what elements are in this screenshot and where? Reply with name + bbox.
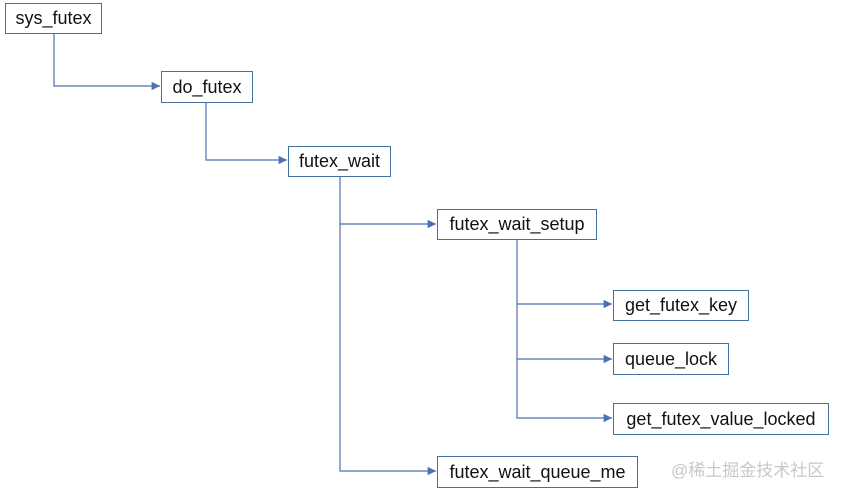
node-futex-wait: futex_wait [288, 146, 391, 177]
node-do-futex: do_futex [161, 71, 253, 103]
edge-setup-trunk [516, 240, 612, 423]
node-futex-wait-setup: futex_wait_setup [437, 209, 597, 240]
node-futex-wait-queue-me: futex_wait_queue_me [437, 456, 638, 488]
watermark-text: @稀土掘金技术社区 [671, 461, 825, 480]
edge-do-futex-to-futex-wait [205, 103, 287, 165]
edge-sys-futex-to-do-futex [53, 34, 160, 91]
node-sys-futex: sys_futex [5, 3, 102, 34]
node-get-futex-value-locked: get_futex_value_locked [613, 403, 829, 435]
node-get-futex-key: get_futex_key [613, 290, 749, 321]
edge-futex-wait-trunk [339, 177, 436, 476]
node-queue-lock: queue_lock [613, 343, 729, 375]
